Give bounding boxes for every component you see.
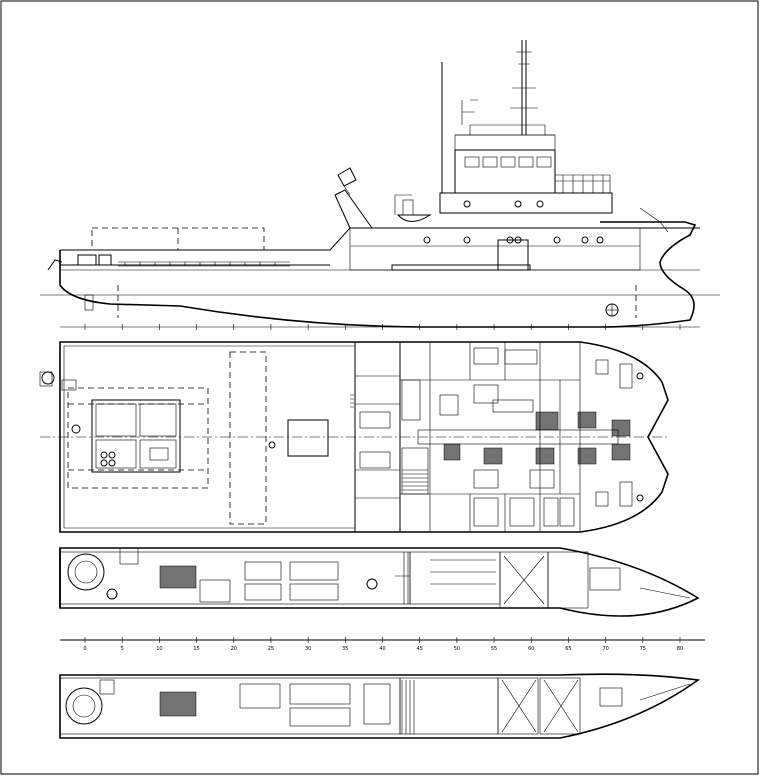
- frame-tick-label: 30: [305, 646, 311, 652]
- engine-room-machinery: [67, 547, 378, 603]
- cabin-furniture: [359, 347, 633, 527]
- frame-tick-label: 70: [602, 646, 608, 652]
- lower-hold: [399, 677, 499, 735]
- frame-tick-label: 25: [268, 646, 274, 652]
- forward-crane: [639, 207, 669, 233]
- profile-frame-ticks: [84, 324, 681, 330]
- profile-view: [40, 40, 720, 330]
- frame-tick-label: 10: [156, 646, 162, 652]
- propeller-icon: [605, 303, 619, 317]
- frame-tick-label: 20: [231, 646, 237, 652]
- crane-pedestal: [39, 371, 77, 391]
- tank-top-plan: [59, 673, 701, 739]
- lifeboat-icon: [394, 194, 432, 222]
- thruster-icon: [67, 553, 105, 591]
- frame-tick-label: 80: [677, 646, 683, 652]
- hatch-cover: [287, 419, 329, 457]
- container-equipment: [100, 447, 169, 467]
- lower-deck-plan: [59, 547, 700, 617]
- frame-tick-label: 0: [83, 646, 86, 652]
- main-deck-plan: [39, 341, 670, 533]
- lower-deck-outline: [59, 547, 700, 617]
- lower-engine-room: [59, 677, 401, 735]
- frame-tick-label: 15: [193, 646, 199, 652]
- scale-ticks: 0 5 10 15 20 25 30 35 40 45 50 55 60 65 70 75 80: [83, 637, 683, 652]
- anchor-icon: [636, 372, 644, 502]
- wheelhouse: [454, 149, 556, 194]
- lower-thruster-icon: [65, 687, 103, 725]
- frame-tick-label: 55: [491, 646, 497, 652]
- deck-rail-posts: [124, 262, 276, 266]
- frame-tick-label: 40: [379, 646, 385, 652]
- frame-scale-bar: 0 5 10 15 20 25 30 35 40 45 50 55 60 65 70 75 80: [60, 637, 705, 652]
- frame-tick-label: 45: [417, 646, 423, 652]
- accommodation-block: [349, 227, 641, 271]
- frame-tick-label: 65: [565, 646, 571, 652]
- cargo-area-outline: [67, 387, 209, 489]
- corridor: [417, 429, 619, 445]
- frame-tick-label: 35: [342, 646, 348, 652]
- crane-icon: [337, 167, 357, 196]
- tank-top-outline: [59, 673, 701, 739]
- portholes: [423, 200, 604, 244]
- stern-rudder: [84, 294, 94, 311]
- hull-outline: [59, 221, 697, 328]
- engine-room: [59, 551, 411, 605]
- frame-tick-label: 50: [454, 646, 460, 652]
- main-deck-outline: [59, 341, 669, 533]
- cabin-block: [399, 341, 581, 533]
- cargo-bay-outline: [229, 351, 267, 525]
- lower-machinery: [65, 679, 391, 727]
- bridge-deck: [439, 192, 613, 214]
- deck-container: [91, 399, 181, 473]
- stairs: [350, 394, 428, 491]
- stern-crane: [47, 259, 63, 271]
- frame-tick-label: 60: [528, 646, 534, 652]
- frame-tick-label: 5: [121, 646, 124, 652]
- frame-tick-label: 75: [640, 646, 646, 652]
